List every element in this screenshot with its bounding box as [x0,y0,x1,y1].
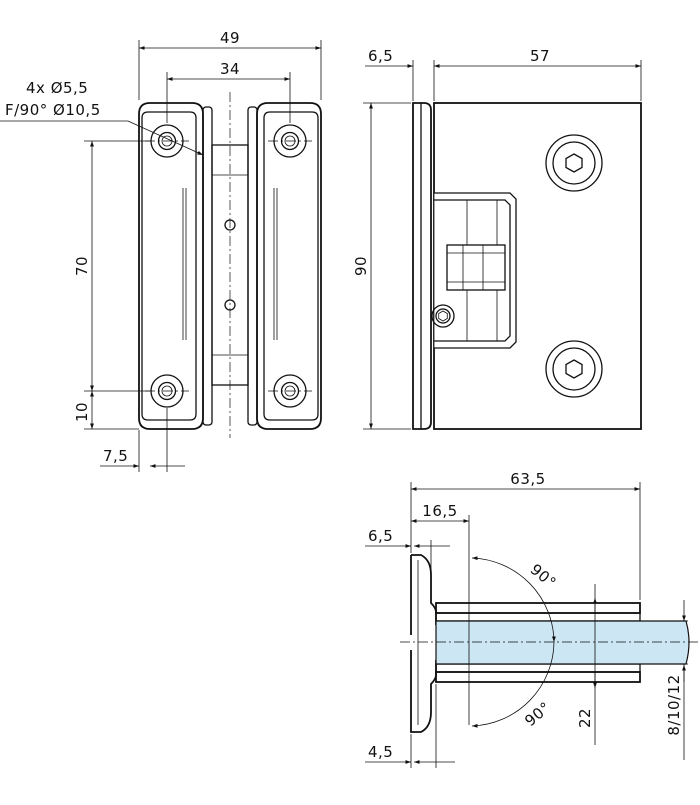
dim-front-side-offset: 7,5 [103,447,128,465]
dim-front-height-holes: 70 [73,256,91,276]
side-flange-plate [412,102,432,430]
dim-top-offset: 16,5 [422,502,457,520]
top-view [400,554,700,733]
side-dimensions: 6,5 57 90 [352,47,642,430]
top-swing-arc-lower [471,641,555,728]
dim-top-glass-depth: 22 [576,708,594,728]
dim-front-width: 49 [220,29,240,47]
front-dimensions: 49 34 4x Ø5,5 F/90° Ø10,5 70 10 7,5 [0,29,322,472]
front-view [138,92,322,438]
side-hex-bolt [545,340,603,398]
dim-top-flange: 6,5 [368,527,393,545]
dim-side-width: 57 [530,47,550,65]
dim-top-total: 63,5 [510,470,545,488]
side-hinge-knuckle [446,244,506,291]
front-left-leaf [138,102,204,430]
top-clamp-outer-lower [435,671,641,683]
dim-top-angle-upper: 90° [527,560,560,592]
dim-side-flange: 6,5 [368,47,393,65]
side-grub-screw [431,304,455,328]
note-hole-count: 4x Ø5,5 [26,79,88,97]
top-clamp-outer-upper [435,602,641,614]
top-glass-panel [435,620,690,665]
side-view [412,102,642,430]
front-right-leaf [256,102,322,430]
top-swing-arc-upper [471,556,556,643]
dim-top-plate-thickness: 4,5 [368,743,393,761]
top-wall-plate-lower [410,650,437,733]
dim-front-hole-spacing: 34 [220,60,240,78]
dim-top-glass-thickness: 8/10/12 [665,674,683,735]
dim-top-angle-lower: 90° [521,698,554,730]
dim-side-height: 90 [352,256,370,276]
note-hole-countersink: F/90° Ø10,5 [5,101,101,119]
top-wall-plate-upper [411,554,437,625]
side-hex-bolt [545,134,603,192]
dim-front-edge-offset: 10 [73,402,91,422]
